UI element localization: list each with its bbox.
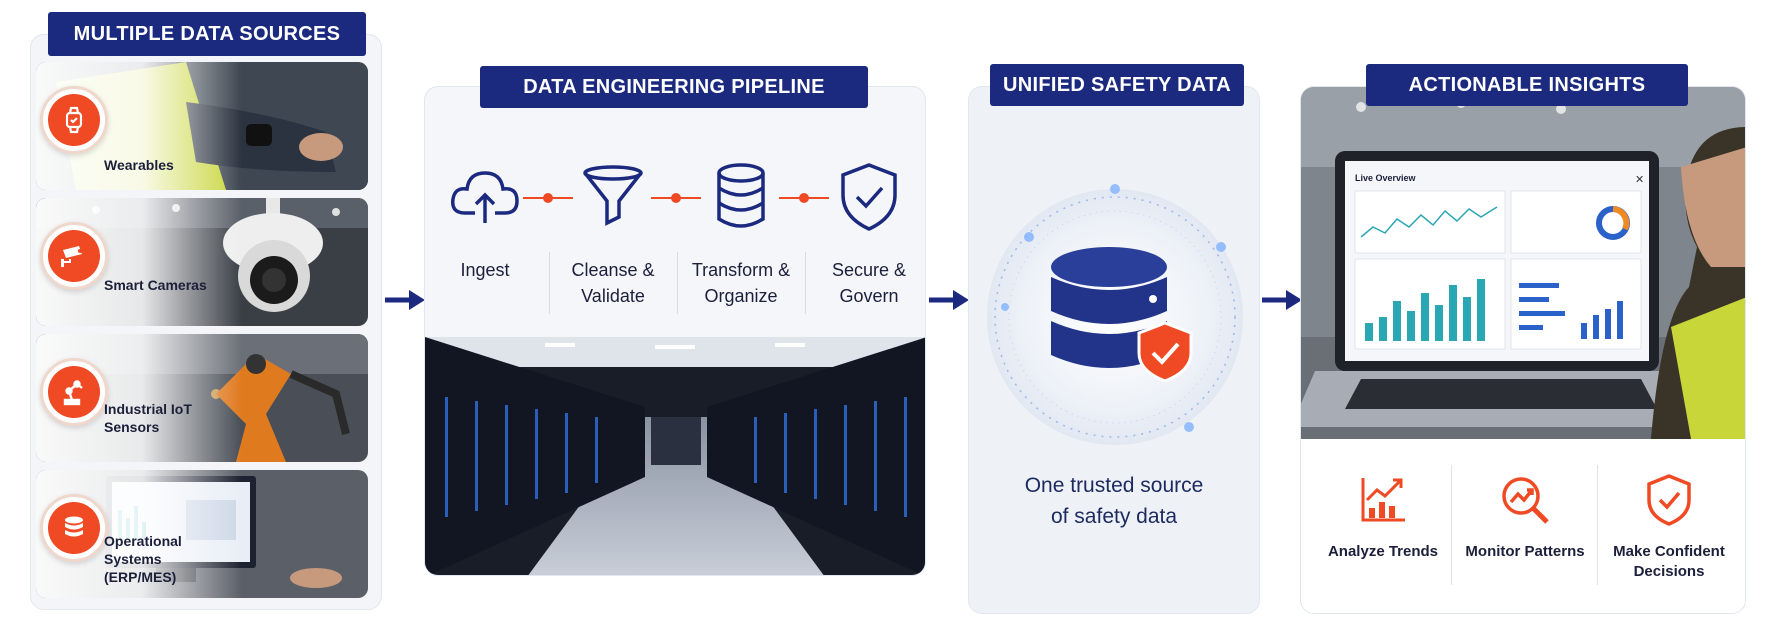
- pipeline-connector: [779, 193, 829, 203]
- laptop-dashboard-photo: Live Overview ✕: [1301, 87, 1745, 439]
- funnel-icon: [583, 165, 643, 226]
- source-card-wearables[interactable]: Wearables: [36, 62, 368, 190]
- source-label: Industrial IoT Sensors: [104, 401, 192, 435]
- pipeline-connector: [523, 193, 573, 203]
- source-card-smart-cameras[interactable]: Smart Cameras: [36, 198, 368, 326]
- source-card-iot-sensors[interactable]: Industrial IoT Sensors: [36, 334, 368, 462]
- step-transform[interactable]: [681, 157, 801, 237]
- pipeline-panel: Ingest Cleanse & Validate Transform & Or…: [424, 86, 926, 576]
- pipeline-connector: [651, 193, 701, 203]
- insights-header: ACTIONABLE INSIGHTS: [1366, 64, 1688, 106]
- unified-header: UNIFIED SAFETY DATA: [990, 64, 1244, 106]
- insight-make-decisions[interactable]: Make Confident Decisions: [1595, 472, 1743, 582]
- unified-panel: [968, 86, 1260, 614]
- source-card-operational-systems[interactable]: Operational Systems (ERP/MES): [36, 470, 368, 598]
- svg-text:✕: ✕: [1635, 174, 1644, 186]
- unified-caption: One trusted source of safety data: [1024, 474, 1204, 528]
- flow-arrow-icon: [929, 290, 969, 310]
- step-label: Transform & Organize: [691, 260, 791, 306]
- data-sources-header: MULTIPLE DATA SOURCES: [48, 12, 366, 56]
- step-cleanse[interactable]: [553, 157, 673, 237]
- unified-database-graphic: [987, 184, 1243, 445]
- insight-label: Monitor Patterns: [1465, 543, 1585, 560]
- robot-arm-icon: [40, 358, 108, 426]
- insight-label: Analyze Trends: [1327, 543, 1439, 560]
- insight-analyze-trends[interactable]: Analyze Trends: [1309, 472, 1457, 562]
- magnify-trend-icon: [1502, 477, 1549, 524]
- flow-arrow-icon: [385, 290, 425, 310]
- screen-title: Live Overview: [1355, 173, 1417, 183]
- step-label: Cleanse & Validate: [571, 260, 655, 306]
- security-camera-icon: [40, 222, 108, 290]
- database-icon: [40, 494, 108, 562]
- insight-monitor-patterns[interactable]: Monitor Patterns: [1451, 472, 1599, 562]
- shield-check-icon: [1647, 474, 1691, 526]
- source-label: Smart Cameras: [104, 277, 207, 293]
- insights-panel: Live Overview ✕: [1300, 86, 1746, 614]
- shield-check-icon: [1137, 321, 1193, 383]
- step-secure[interactable]: [809, 157, 925, 237]
- data-center-photo: [425, 337, 925, 575]
- source-label: Wearables: [104, 157, 174, 173]
- cloud-upload-icon: [451, 171, 519, 223]
- insight-label: Make Confident Decisions: [1613, 543, 1725, 580]
- smartwatch-icon: [40, 86, 108, 154]
- trend-chart-icon: [1361, 478, 1405, 522]
- source-label: Operational Systems (ERP/MES): [104, 533, 182, 585]
- step-ingest[interactable]: [425, 157, 545, 237]
- flow-arrow-icon: [1262, 290, 1302, 310]
- step-label: Secure & Govern: [831, 260, 907, 306]
- database-icon: [717, 163, 765, 228]
- pipeline-header: DATA ENGINEERING PIPELINE: [480, 66, 868, 108]
- step-label: Ingest: [460, 260, 510, 280]
- shield-check-icon: [841, 163, 897, 231]
